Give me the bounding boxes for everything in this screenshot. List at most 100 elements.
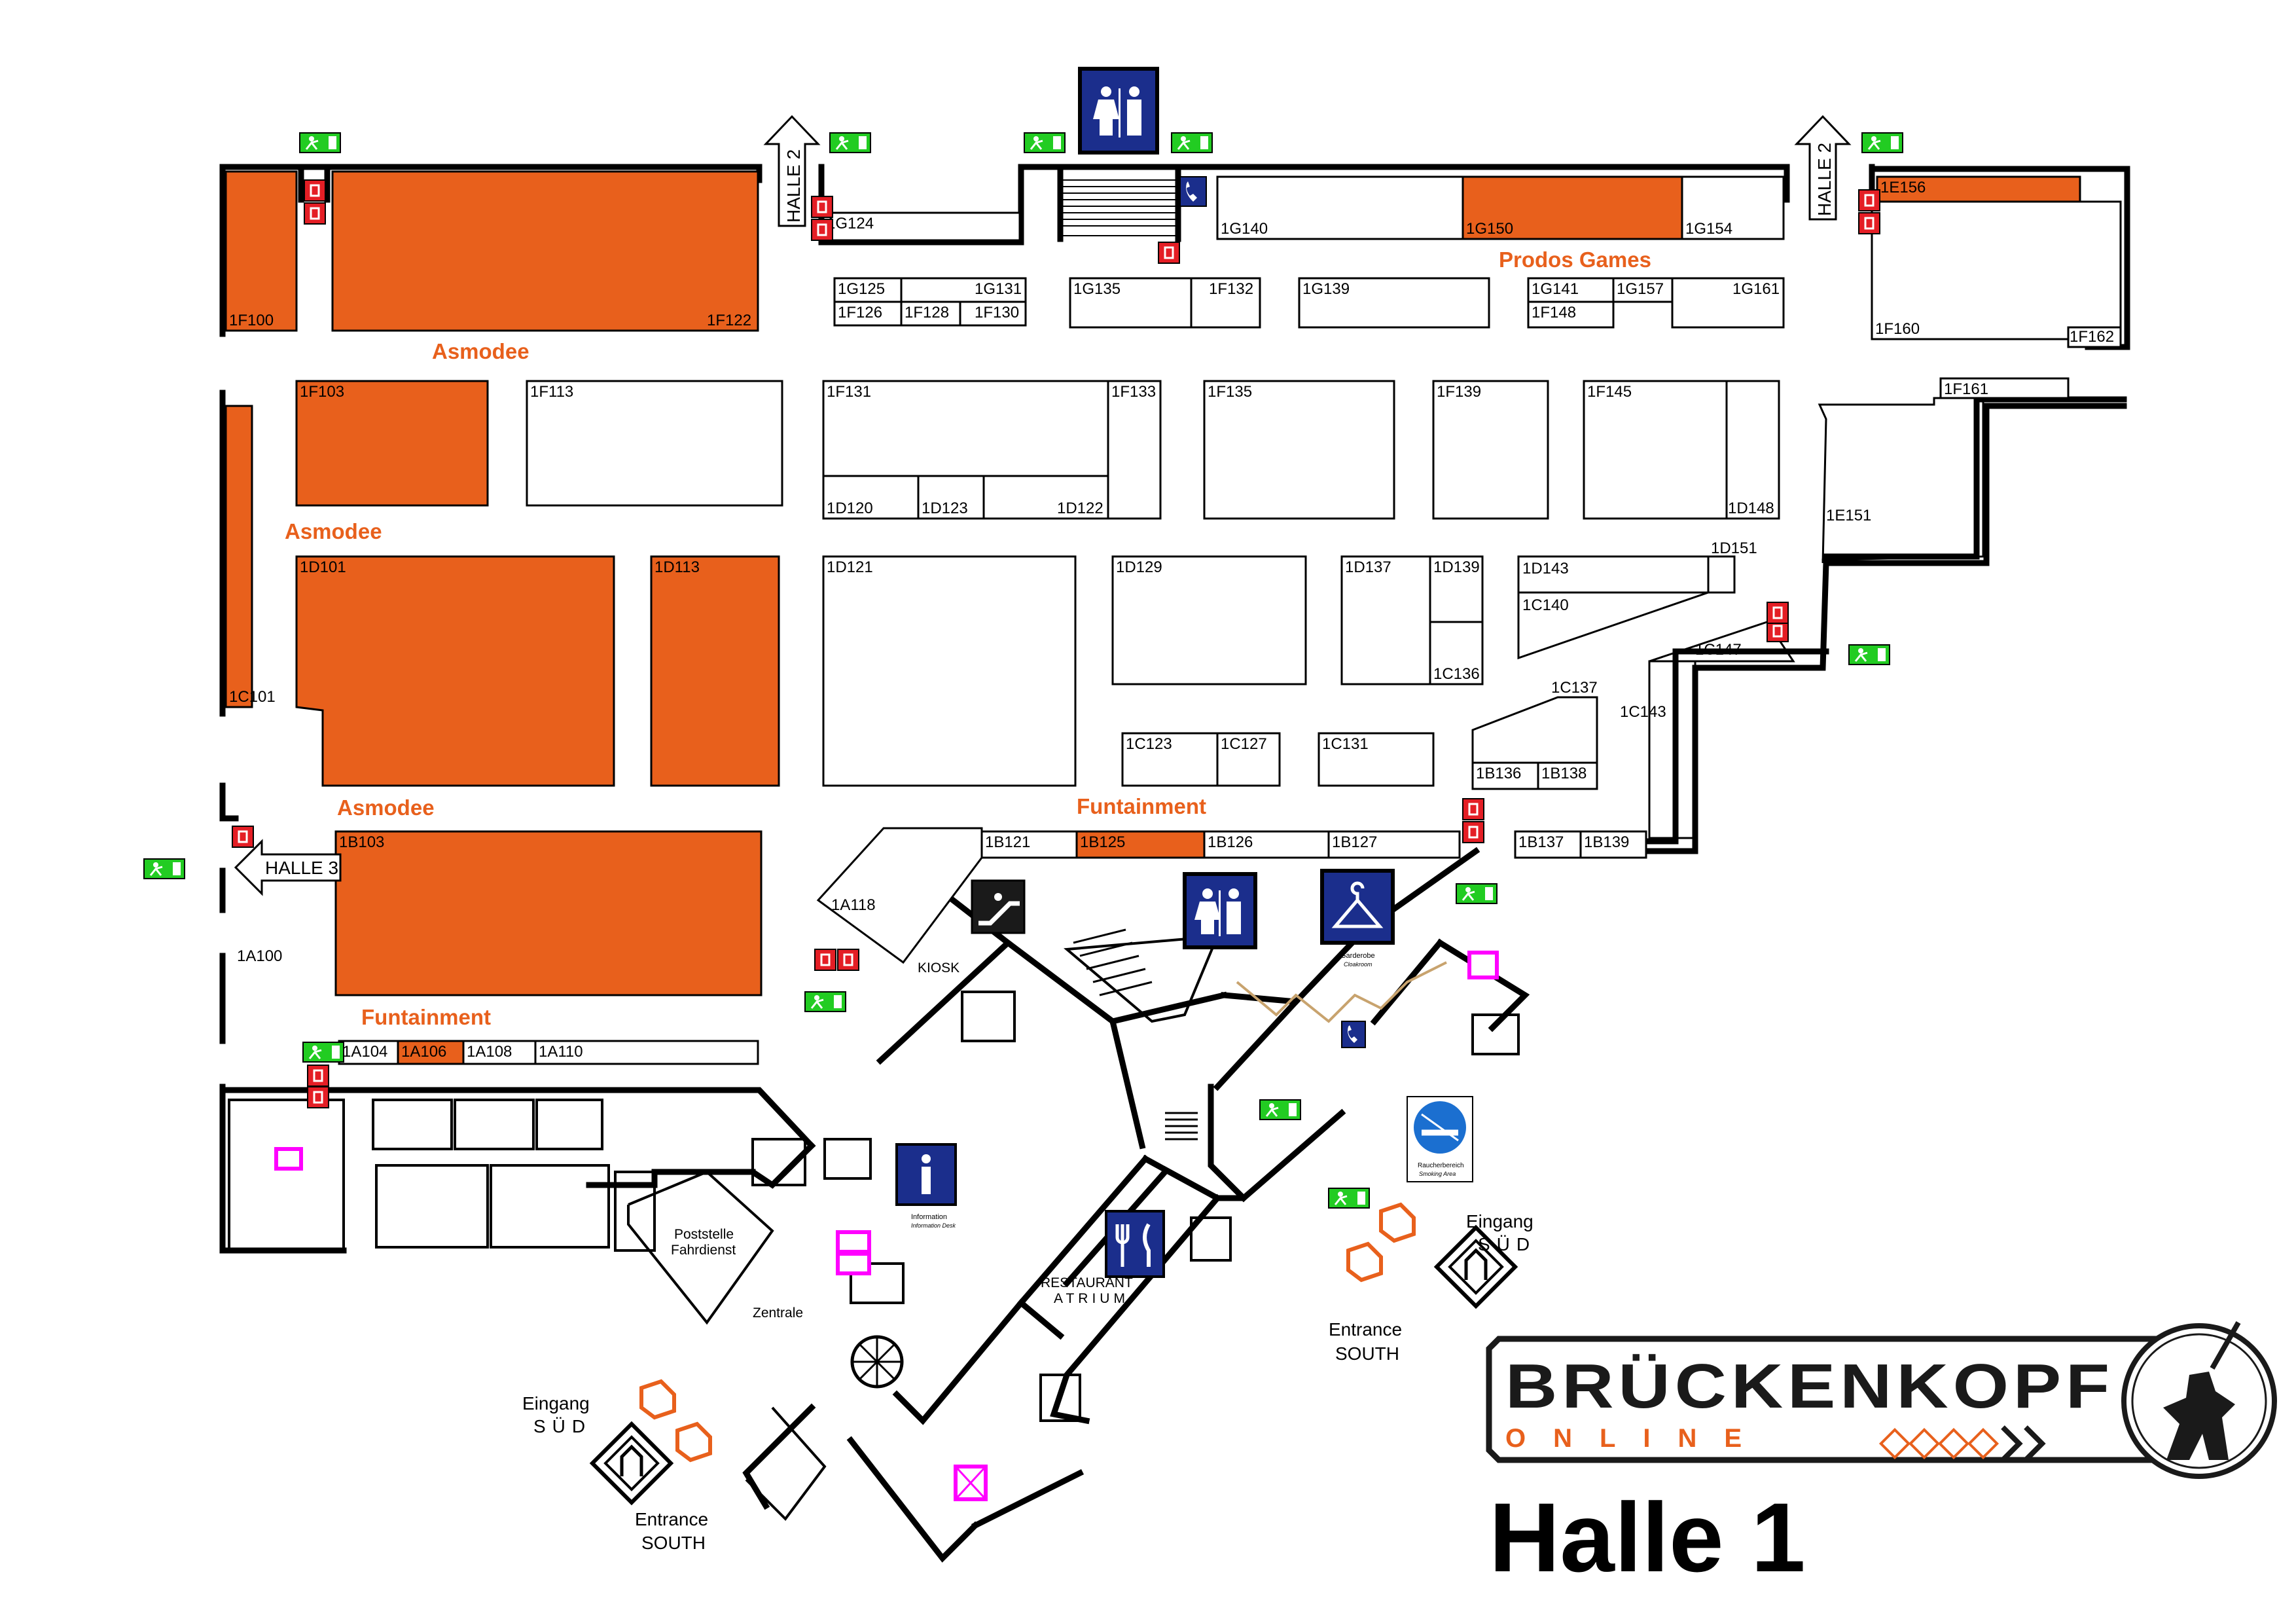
booth-label: 1B137 bbox=[1518, 833, 1564, 851]
poststelle-label: Poststelle bbox=[674, 1227, 734, 1242]
booth-1c136[interactable] bbox=[1429, 621, 1484, 685]
booth-1f132[interactable] bbox=[1190, 277, 1261, 329]
fire-extinguisher-icon bbox=[1767, 602, 1789, 624]
booth-1d151[interactable] bbox=[1707, 555, 1736, 594]
booth-1c137[interactable] bbox=[1471, 696, 1598, 764]
emergency-exit-icon bbox=[143, 858, 185, 879]
booth-1c143[interactable] bbox=[1648, 660, 1696, 839]
booth-1d137[interactable] bbox=[1340, 555, 1431, 685]
booth-1a118[interactable] bbox=[816, 827, 983, 964]
emergency-exit-icon bbox=[829, 132, 871, 153]
exhibitor-labels: Asmodee Asmodee Asmodee Prodos Games Fun… bbox=[285, 247, 1651, 1029]
booth-label: 1F128 bbox=[905, 304, 949, 321]
information-icon bbox=[895, 1143, 957, 1206]
booth-1a110[interactable] bbox=[534, 1040, 759, 1065]
booth-1f103[interactable] bbox=[295, 380, 489, 507]
booth-1g157[interactable] bbox=[1612, 277, 1674, 303]
booth-label: 1B126 bbox=[1208, 833, 1253, 851]
booth-1f113[interactable] bbox=[526, 380, 783, 507]
booth-label: 1B127 bbox=[1332, 833, 1377, 851]
booth-1d123[interactable] bbox=[917, 475, 985, 520]
booth-label: 1G125 bbox=[838, 280, 885, 298]
booth-1b138[interactable] bbox=[1537, 761, 1598, 790]
booth-1a104[interactable] bbox=[338, 1040, 399, 1065]
booth-label: 1G131 bbox=[975, 280, 1022, 298]
booth-1g139[interactable] bbox=[1298, 277, 1490, 329]
emergency-exit-icon bbox=[1328, 1188, 1370, 1209]
booth-1g140[interactable] bbox=[1216, 175, 1464, 240]
fire-extinguisher-icon bbox=[811, 196, 833, 218]
fahrdienst-label: Fahrdienst bbox=[671, 1243, 736, 1258]
booth-1f133[interactable] bbox=[1107, 380, 1162, 520]
booth-label: 1B121 bbox=[985, 833, 1030, 851]
booth-1f145[interactable] bbox=[1583, 380, 1728, 520]
booth-1f100[interactable] bbox=[224, 170, 298, 332]
booth-label: 1F135 bbox=[1208, 383, 1252, 401]
booth-label: 1B125 bbox=[1080, 833, 1125, 851]
booth-1b136[interactable] bbox=[1471, 761, 1539, 790]
booth-1f131[interactable] bbox=[822, 380, 1109, 477]
booth-1c101[interactable] bbox=[224, 405, 253, 708]
toilet-icon bbox=[1078, 67, 1159, 155]
booth-label: 1F131 bbox=[827, 383, 871, 401]
booth-1f130[interactable] bbox=[959, 301, 1027, 327]
booth-1d148[interactable] bbox=[1725, 380, 1780, 520]
booth-1d122[interactable] bbox=[982, 475, 1109, 520]
booth-1f139[interactable] bbox=[1432, 380, 1549, 520]
fire-extinguisher-icon bbox=[1858, 212, 1880, 234]
booth-label: 1G157 bbox=[1617, 280, 1664, 298]
booth-1f122[interactable] bbox=[331, 170, 759, 332]
emergency-exit-icon bbox=[1024, 132, 1066, 153]
booth-1f161[interactable] bbox=[1939, 377, 2070, 399]
emergency-exit-icon bbox=[1848, 644, 1890, 665]
booth-1g161[interactable] bbox=[1671, 277, 1785, 329]
booth-1g135[interactable] bbox=[1069, 277, 1193, 329]
booth-label: 1D123 bbox=[922, 500, 968, 517]
booth-1c127[interactable] bbox=[1216, 732, 1281, 787]
booth-1b125[interactable] bbox=[1075, 830, 1206, 859]
booth-1f135[interactable] bbox=[1203, 380, 1395, 520]
emergency-exit-signs bbox=[143, 132, 1903, 1209]
booth-1e151[interactable] bbox=[1818, 397, 1984, 564]
escalator-icon bbox=[971, 879, 1026, 934]
booth-1d113[interactable] bbox=[650, 555, 780, 787]
booth-label: 1E151 bbox=[1826, 507, 1871, 524]
fire-extinguisher-icon bbox=[1858, 189, 1880, 211]
halle-2-arrow-east: HALLE 2 bbox=[1794, 115, 1852, 221]
booth-1a108[interactable] bbox=[462, 1040, 537, 1065]
booth-1c140[interactable] bbox=[1517, 591, 1709, 660]
booth-1b103[interactable] bbox=[334, 830, 762, 996]
booth-1g150[interactable] bbox=[1462, 175, 1683, 240]
booth-label: 1D122 bbox=[1057, 500, 1103, 517]
booth-label: 1G135 bbox=[1073, 280, 1121, 298]
booth-1f128[interactable] bbox=[900, 301, 961, 327]
emergency-exit-icon bbox=[1456, 883, 1498, 904]
booth-label: 1C137 bbox=[1551, 679, 1598, 697]
booth-1b139[interactable] bbox=[1579, 830, 1647, 859]
booth-1f148[interactable] bbox=[1527, 301, 1615, 329]
booth-1d129[interactable] bbox=[1111, 555, 1307, 685]
exhibitor-label: Funtainment bbox=[361, 1005, 491, 1029]
garderobe-sub-label: Cloakroom bbox=[1344, 961, 1372, 968]
booth-1b127[interactable] bbox=[1327, 830, 1461, 859]
booth-1c123[interactable] bbox=[1121, 732, 1219, 787]
south-rooms bbox=[228, 991, 1520, 1522]
booth-label: 1C136 bbox=[1433, 665, 1480, 683]
elevator-markers bbox=[274, 951, 1499, 1501]
booth-1g131[interactable] bbox=[900, 277, 1027, 303]
booth-1c131[interactable] bbox=[1318, 732, 1435, 787]
booth-label: 1C101 bbox=[229, 688, 276, 706]
map-title: Halle 1 bbox=[1489, 1482, 1806, 1592]
entrance-line-3: Entrance bbox=[635, 1509, 708, 1529]
booth-label: 1F132 bbox=[1209, 280, 1253, 298]
booth-1d101[interactable] bbox=[295, 555, 615, 787]
booth-1d139[interactable] bbox=[1429, 555, 1484, 623]
svg-text:ONLINE: ONLINE bbox=[1505, 1424, 1769, 1453]
booth-1f160[interactable] bbox=[1871, 200, 2122, 340]
booth-1g125[interactable] bbox=[833, 277, 903, 303]
booth-1f162[interactable] bbox=[2067, 326, 2122, 348]
booth-1d121[interactable] bbox=[822, 555, 1077, 787]
booth-1g154[interactable] bbox=[1681, 175, 1785, 240]
booth-label: 1F160 bbox=[1875, 320, 1920, 338]
